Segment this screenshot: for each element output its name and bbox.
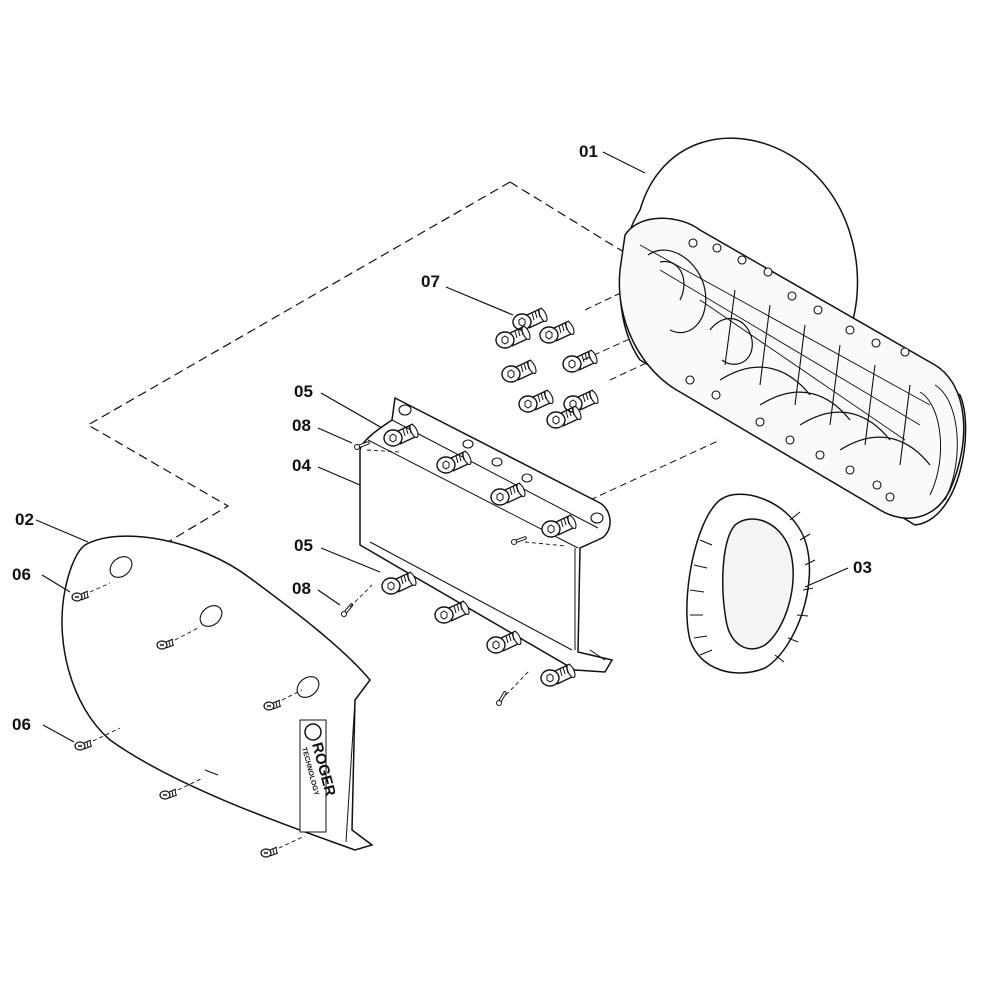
callout-07: 07 bbox=[421, 272, 440, 291]
callout-01: 01 bbox=[579, 142, 598, 161]
callout-08-upper: 08 bbox=[292, 416, 311, 435]
assembly-axis-dashed-line bbox=[86, 181, 641, 546]
part-03-grip bbox=[686, 493, 816, 674]
callout-06-upper: 06 bbox=[12, 565, 31, 584]
callout-05-lower: 05 bbox=[294, 536, 313, 555]
part-04-mounting-plate bbox=[359, 396, 614, 673]
part-07-cap-screws bbox=[495, 306, 601, 429]
part-01-housing bbox=[618, 137, 967, 526]
callout-04: 04 bbox=[292, 456, 311, 475]
part-02-front-cover bbox=[61, 535, 374, 851]
callout-03: 03 bbox=[853, 558, 872, 577]
callout-06-lower: 06 bbox=[12, 715, 31, 734]
callout-02: 02 bbox=[15, 510, 34, 529]
callout-08-lower: 08 bbox=[292, 579, 311, 598]
callout-leader-lines bbox=[35, 151, 849, 743]
callout-05-upper: 05 bbox=[294, 382, 313, 401]
